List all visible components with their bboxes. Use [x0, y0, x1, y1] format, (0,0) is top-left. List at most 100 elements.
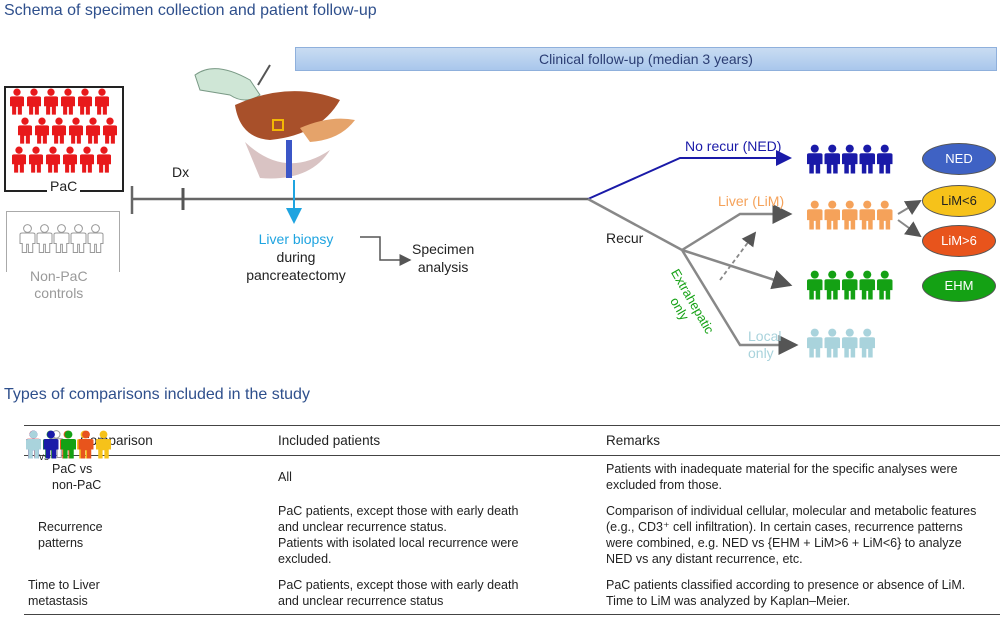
- person-icon: [12, 146, 26, 173]
- person-icon: [877, 270, 893, 300]
- person-icon: [842, 270, 858, 300]
- remarks-line: excluded from those.: [606, 478, 723, 492]
- person-icon: [18, 117, 32, 144]
- comparison-name: Recurrence patterns: [38, 519, 103, 551]
- person-icon: [36, 224, 53, 253]
- remarks-line: were combined, e.g. NED vs {EHM + LiM>6 …: [606, 536, 962, 550]
- person-icon: [63, 146, 77, 173]
- local-only-label-line-2: only: [748, 345, 774, 361]
- intestines: [245, 142, 330, 179]
- local-branch: [680, 249, 799, 355]
- person-icon: [807, 270, 823, 300]
- person-icon: [19, 224, 36, 253]
- person-icon: [103, 117, 117, 144]
- comparisons-table: Comparison Included patients Remarks vs …: [24, 425, 1000, 615]
- included-line: PaC patients, except those with early de…: [278, 504, 519, 518]
- included-cell: PaC patients, except those with early de…: [274, 572, 602, 615]
- local-only-label-line-1: Local: [748, 328, 782, 344]
- pac-patient-icons: [10, 88, 117, 173]
- time-to-liver-icons: [26, 430, 111, 458]
- included-cell: All: [278, 470, 292, 484]
- table-row: Recurrence patterns PaC patients, except…: [24, 430, 1000, 572]
- person-icon: [824, 200, 840, 230]
- person-icon: [78, 88, 92, 115]
- person-icon: [859, 328, 875, 358]
- recur-branch: [587, 197, 683, 252]
- specimen-label-line-1: Specimen: [412, 241, 475, 257]
- remarks-line: (e.g., CD3⁺ cell infiltration). In certa…: [606, 520, 963, 534]
- remarks-cell: PaC patients classified according to pre…: [602, 572, 1000, 615]
- surgery-illustration: [194, 64, 355, 179]
- remarks-line: Comparison of individual cellular, molec…: [606, 504, 977, 518]
- vs-text: vs: [39, 452, 49, 462]
- person-icon: [859, 270, 875, 300]
- person-icon: [877, 200, 893, 230]
- person-icon: [61, 430, 76, 458]
- included-line: and unclear recurrence status: [278, 594, 444, 608]
- comparison-line: metastasis: [28, 594, 88, 608]
- lim-split-upper: [897, 199, 922, 216]
- person-icon: [78, 430, 94, 458]
- schema-connectors: [130, 150, 922, 355]
- vessel: [286, 140, 292, 178]
- included-line: and unclear recurrence status.: [278, 520, 447, 534]
- person-icon: [824, 270, 840, 300]
- person-icon: [842, 200, 858, 230]
- person-icon: [10, 88, 24, 115]
- pac-label: PaC: [47, 178, 81, 194]
- person-icon: [87, 224, 104, 253]
- table-row: Time to Liver metastasis PaC patients, e…: [24, 430, 1000, 615]
- person-icon: [95, 88, 109, 115]
- person-icon: [52, 117, 66, 144]
- person-icon: [96, 430, 111, 458]
- controls-group-box: [6, 211, 120, 272]
- remarks-line: PaC patients classified according to pre…: [606, 578, 966, 592]
- remarks-cell: Comparison of individual cellular, molec…: [602, 498, 1000, 572]
- lim-patient-icons: [807, 200, 893, 230]
- liver-branch: [681, 204, 793, 252]
- person-icon: [46, 146, 60, 173]
- person-icon: [80, 146, 94, 173]
- person-icon: [44, 88, 58, 115]
- person-icon: [824, 328, 840, 358]
- person-icon: [61, 88, 75, 115]
- included-cell: PaC patients, except those with early de…: [274, 498, 602, 572]
- included-line: PaC patients, except those with early de…: [278, 578, 519, 592]
- liver-organ: [235, 91, 340, 140]
- extrahepatic-branch: [681, 248, 793, 290]
- comparison-name: PaC vs non-PaC: [52, 461, 101, 493]
- non-pac-label: Non-PaC controls: [30, 268, 88, 302]
- comparison-line: Time to Liver: [28, 578, 100, 592]
- pancreas-organ: [300, 118, 355, 142]
- person-icon: [53, 224, 70, 253]
- included-line: excluded.: [278, 552, 332, 566]
- header-included-patients: Included patients: [274, 425, 602, 456]
- person-icon: [859, 200, 875, 230]
- person-icon: [877, 144, 893, 174]
- person-icon: [97, 146, 111, 173]
- comparison-line: patterns: [38, 536, 84, 550]
- ehm-to-lim-dashed-arrow: [719, 231, 757, 281]
- specimen-label-line-2: analysis: [417, 259, 469, 275]
- glove-hand: [194, 68, 261, 101]
- schema-title: Schema of specimen collection and patien…: [4, 2, 377, 19]
- no-recur-branch: [587, 150, 792, 200]
- person-icon: [86, 117, 100, 144]
- comparison-line: non-PaC: [52, 478, 102, 492]
- person-icon: [27, 88, 41, 115]
- comparison-line: PaC vs: [52, 462, 93, 476]
- person-icon: [807, 200, 823, 230]
- specimen-label: Specimen analysis: [412, 240, 474, 276]
- table-row: vs PaC vs non-PaC All Patients with inad…: [24, 429, 1000, 499]
- comparisons-title: Types of comparisons included in the stu…: [4, 386, 310, 403]
- biopsy-label-line-1: Liver biopsy: [258, 231, 334, 247]
- ehm-patient-icons: [807, 270, 893, 300]
- specimen-arrow: [360, 236, 412, 266]
- person-icon: [69, 117, 83, 144]
- remarks-line: Patients with inadequate material for th…: [606, 462, 958, 476]
- person-icon: [29, 146, 43, 173]
- person-icon: [807, 144, 823, 174]
- surgical-tool: [257, 64, 271, 86]
- non-pac-label-line-1: Non-PaC: [30, 268, 88, 284]
- lim-split-lower: [897, 219, 922, 238]
